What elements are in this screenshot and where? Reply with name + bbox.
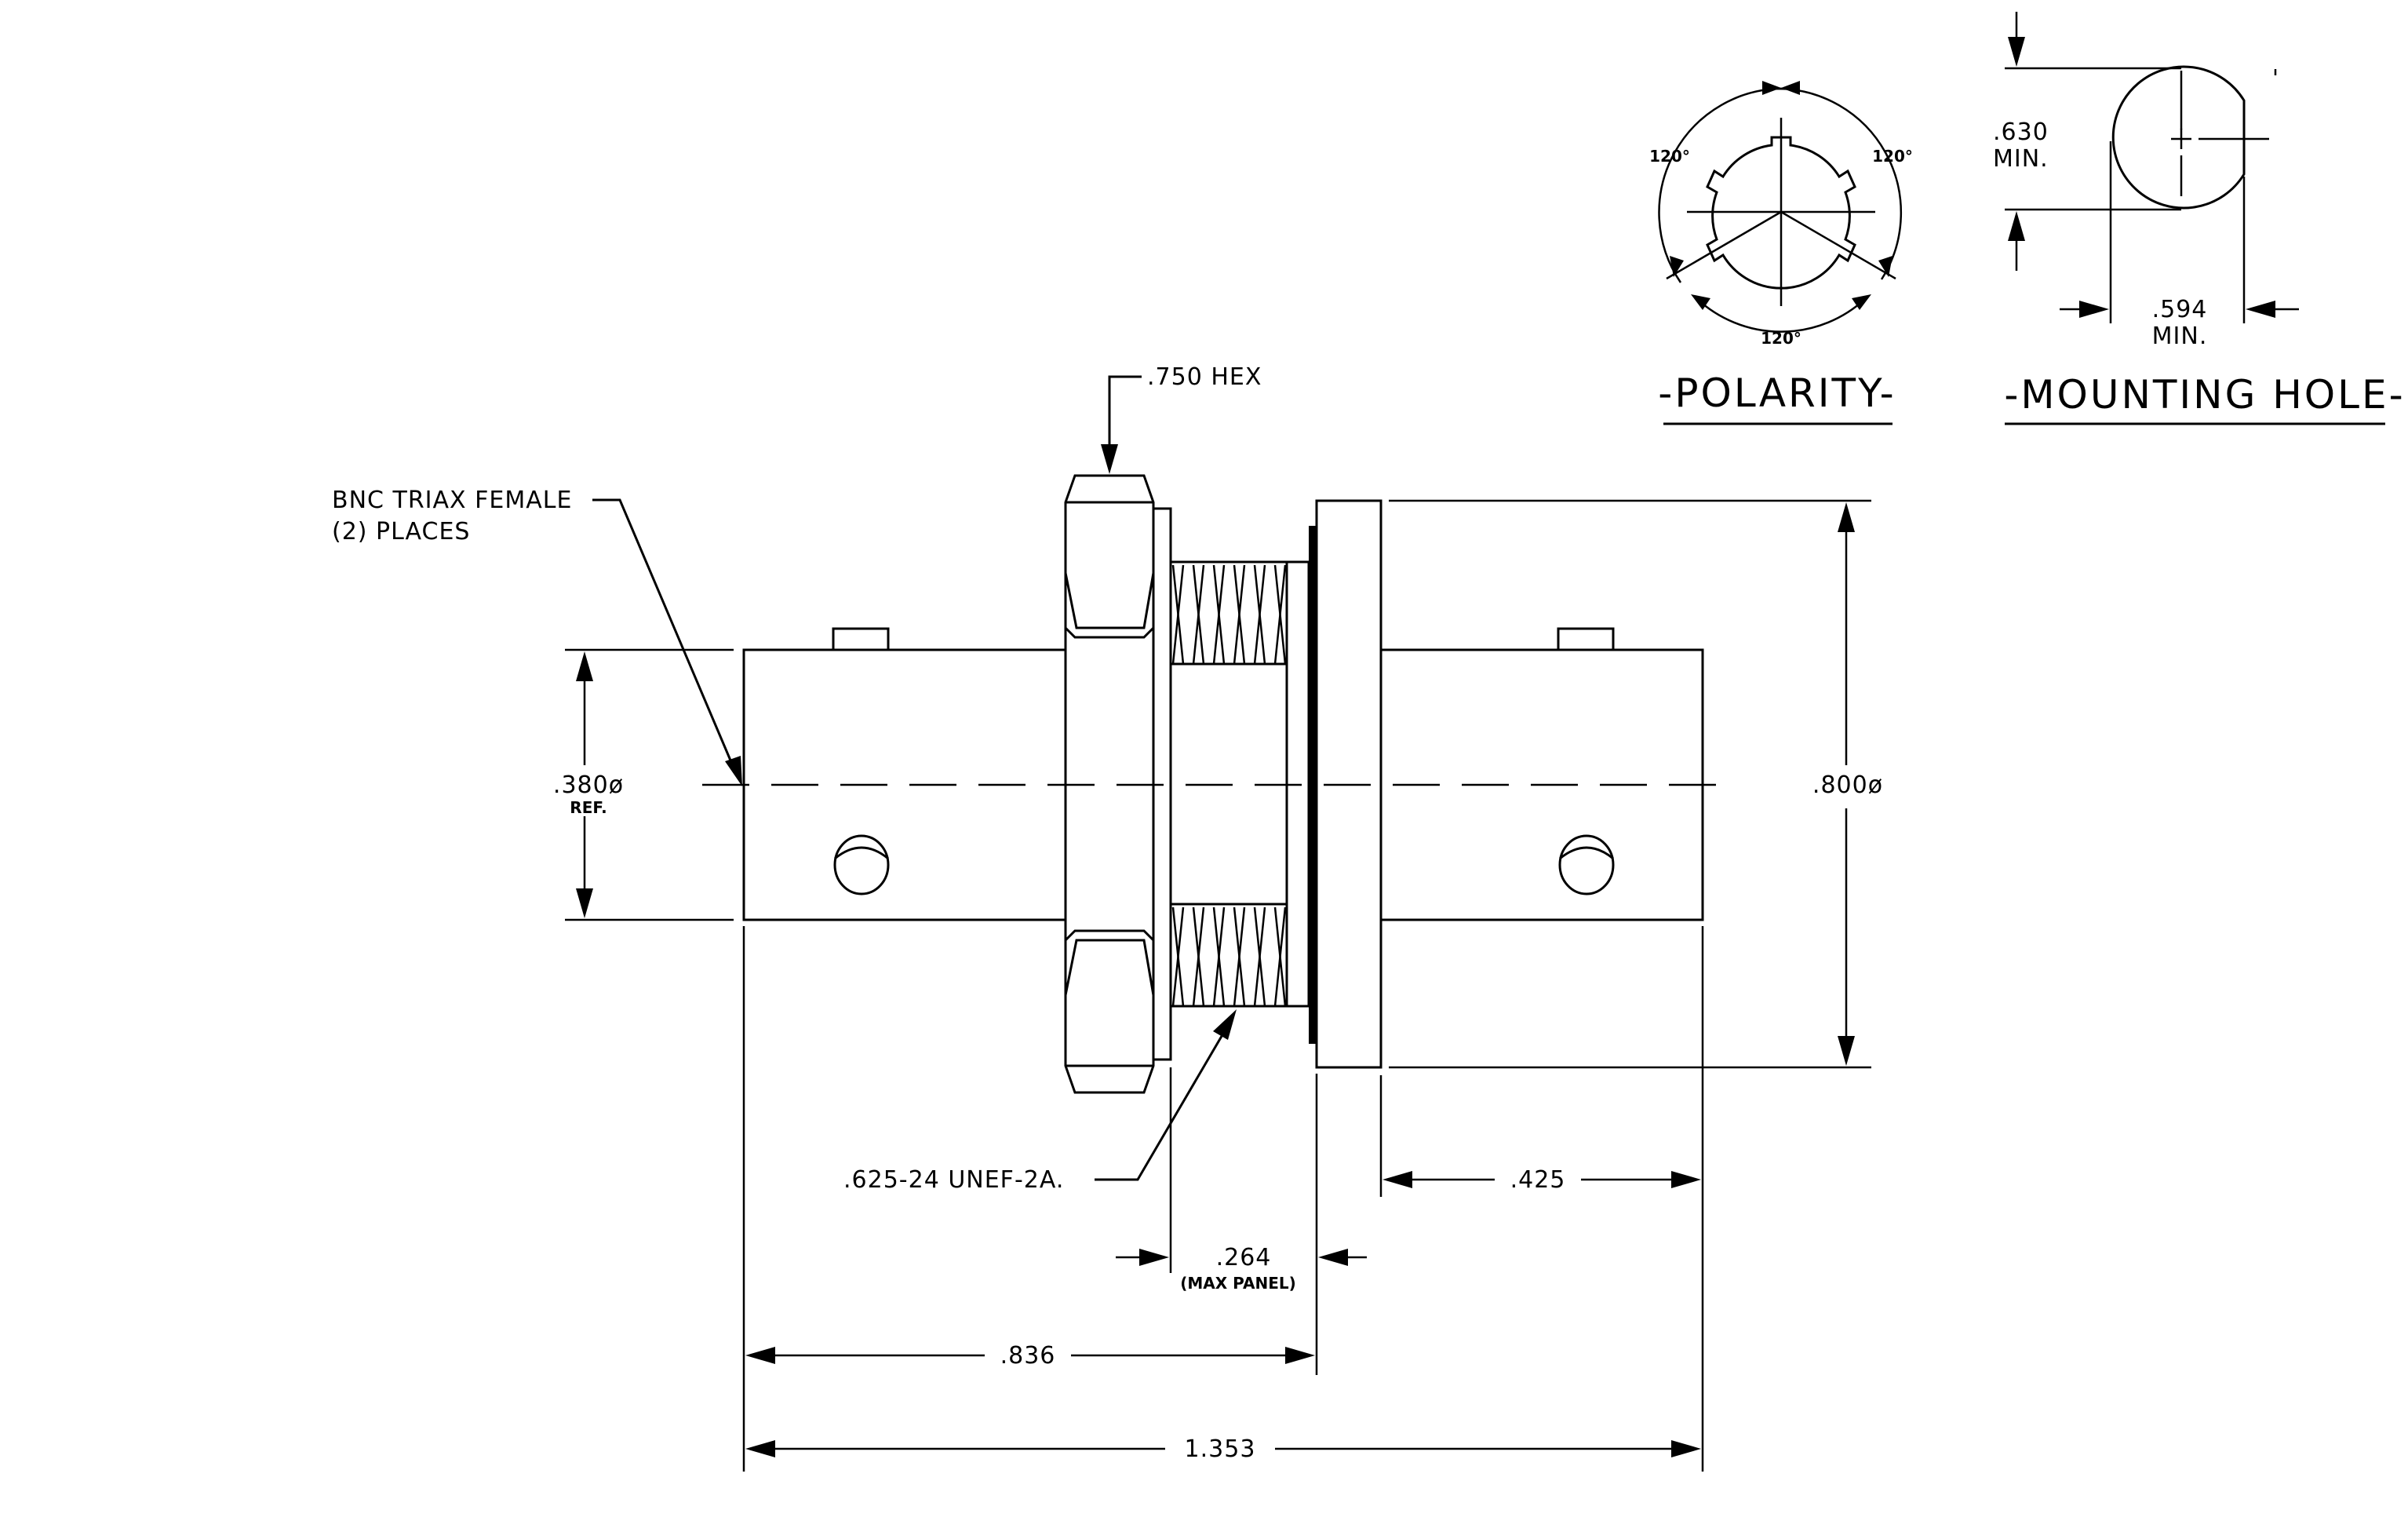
connector-label-line1: BNC TRIAX FEMALE: [332, 487, 572, 514]
right-bayonet-pin-top: [1557, 627, 1615, 651]
dim-380: .380ø REF.: [553, 648, 734, 921]
connector-leader: BNC TRIAX FEMALE (2) PLACES: [332, 487, 742, 786]
hex-nut: [1064, 474, 1155, 1094]
dim-264: .264 (MAX PANEL): [1116, 1067, 1367, 1375]
hex-leader: .750 HEX: [1101, 363, 1262, 474]
mounting-hole-view: .630 MIN. .594 MIN. -MOUNTING HOLE-: [1993, 12, 2405, 425]
dim-264-label: .264: [1216, 1244, 1272, 1271]
dim-1353: 1.353: [745, 1435, 1701, 1463]
connector-side-view: [702, 474, 1738, 1094]
left-bayonet-pin-top: [832, 627, 890, 651]
polarity-view: 120° 120° 120° -POLARITY-: [1649, 81, 1913, 425]
dim-1353-label: 1.353: [1185, 1435, 1256, 1463]
angle-bottom: 120°: [1761, 329, 1801, 348]
thread-callout: .625-24 UNEF-2A.: [843, 1009, 1237, 1194]
angle-left: 120°: [1649, 147, 1690, 166]
mounting-title: -MOUNTING HOLE-: [2004, 372, 2405, 418]
hex-label: .750 HEX: [1147, 363, 1262, 391]
angle-right: 120°: [1872, 147, 1913, 166]
dim-836: .836: [742, 926, 1315, 1472]
polarity-title: -POLARITY-: [1658, 370, 1896, 416]
dim-425: .425: [1379, 926, 1704, 1472]
connector-label-line2: (2) PLACES: [332, 518, 470, 545]
dim-594-label: .594: [2152, 296, 2208, 323]
dim-800: .800ø: [1389, 499, 1883, 1069]
thread-label: .625-24 UNEF-2A.: [843, 1166, 1064, 1194]
dim-425-label: .425: [1510, 1166, 1566, 1194]
dim-800-label: .800ø: [1812, 771, 1883, 799]
dim-380-ref: REF.: [570, 798, 607, 817]
left-bayonet-pin-side: [833, 834, 890, 895]
dim-630-min: MIN.: [1993, 145, 2049, 173]
right-bayonet-pin-side: [1558, 834, 1615, 895]
dim-380-label: .380ø: [553, 771, 624, 799]
dim-594-min: MIN.: [2152, 323, 2208, 350]
dim-630-label: .630: [1993, 119, 2049, 146]
gasket: [1309, 526, 1317, 1044]
dim-264-note: (MAX PANEL): [1180, 1274, 1296, 1293]
dim-836-label: .836: [1000, 1342, 1056, 1370]
